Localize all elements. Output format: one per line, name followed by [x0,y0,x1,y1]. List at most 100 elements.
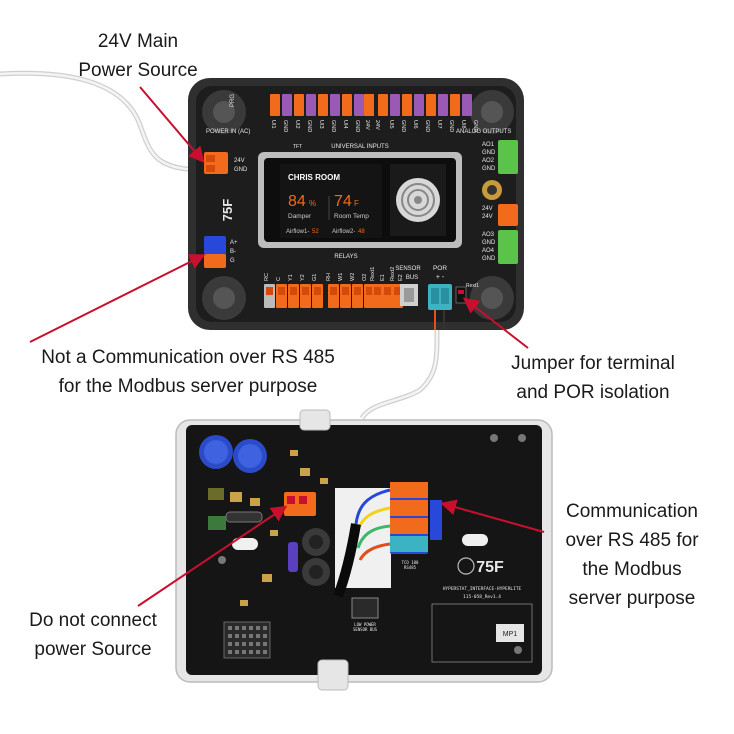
rs485-terminal-orange[interactable] [204,254,226,268]
ao-label: AO3 [482,232,495,238]
rs485-label: A+ [230,240,238,246]
callout-line: and POR isolation [516,382,670,403]
ui-label: UI7 [436,120,442,129]
relay-label: W1 [338,273,344,281]
mp1-sticker [496,624,524,642]
relay-label: RH [326,273,332,281]
arrow-do-not-connect [137,505,288,607]
rs485-label: B- [230,249,236,255]
por-label: POR [433,265,447,272]
temp-value: 74 [334,193,352,210]
component [230,492,242,502]
controller-brand: 75F [220,199,235,221]
tco-label: TCO 180 [402,560,419,565]
ao-label: GND [482,240,496,246]
ui-terminal-slot[interactable] [450,94,460,116]
relay-label: W2 [350,273,356,281]
ui-terminal-slot[interactable] [378,94,388,116]
ui-terminal-slot[interactable] [294,94,304,116]
arrow-main-power [139,86,205,164]
relay-label: RC [264,273,270,281]
ao-label: GND [482,256,496,262]
ui-terminal-slot[interactable] [342,94,352,116]
rs485-label: G [230,258,235,264]
callout-line: over RS 485 for [565,530,699,551]
callout-not-comm: Not a Communication over RS 485 for the … [8,343,368,401]
ui-label: 24V [374,120,380,130]
ui-terminal-slot[interactable] [390,94,400,116]
ui-label: 24V [364,120,370,130]
relay-label: C [276,277,282,281]
fuse [288,542,298,572]
ui-label: GND [424,120,430,132]
airflow2-value: 48 [358,229,365,235]
ui-label: UI5 [388,120,394,129]
arrow-not-comm [29,254,206,343]
relays-label: RELAYS [334,254,357,260]
ui-terminal-slot[interactable] [282,94,292,116]
ui-label: UI8 [460,120,466,129]
ui-label: UI1 [270,120,276,129]
hyperstat-interface-board: LOW POWER SENSOR BUS TCO 180 RS485 75F H… [175,409,553,691]
relay-terminals[interactable] [264,284,403,308]
analog-output-terminal-2[interactable] [498,230,518,264]
callout-comm: Communication over RS 485 for the Modbus… [542,497,722,613]
screw-icon [213,101,235,123]
callout-line: for the Modbus server purpose [58,376,318,397]
ui-terminal-slot[interactable] [414,94,424,116]
callout-jumper: Jumper for terminal and POR isolation [480,349,706,407]
relay-label: Y2 [300,274,306,281]
analog-output-terminal[interactable] [498,140,518,174]
analog-24v-terminal[interactable] [498,204,518,226]
ui-terminal-slot[interactable] [462,94,472,116]
ao-label: AO1 [482,142,495,148]
relay-label: E2 [398,274,404,281]
ui-terminal-slot[interactable] [426,94,436,116]
ui-terminal-slot[interactable] [270,94,280,116]
temp-label: Room Temp [334,213,369,220]
ui-terminal-slot[interactable] [318,94,328,116]
ui-label: GND [400,120,406,132]
enclosure-tab [299,409,331,431]
damper-value: 84 [288,193,306,210]
bus-cable-highlight [360,329,439,419]
power-terminal-lever [206,155,215,162]
universal-input-terminals[interactable] [270,94,472,116]
callout-line: the Modbus [582,559,682,580]
callout-line: Communication [566,501,698,522]
relay-label: G1 [312,274,318,281]
mounting-slot [462,534,488,546]
rs485-labels: A+ B- G [230,240,238,264]
ui-label: GND [472,120,478,132]
sensor-bus-label-2: BUS [406,275,418,281]
low-power-sensor-port[interactable] [351,597,379,619]
tft-label: TFT [293,144,302,150]
ui-terminal-slot[interactable] [306,94,316,116]
component [208,488,224,500]
callout-main-power: 24V Main Power Source [54,27,222,85]
power-terminal-lever [206,165,215,172]
ao-label: 24V [482,206,493,212]
callout-line: 24V Main [97,31,179,52]
ui-label: UI6 [412,120,418,129]
airflow1-label: Airflow1- [286,229,309,235]
relay-label: Rext1 [370,267,376,281]
ui-terminal-slot[interactable] [330,94,340,116]
ui-24v-slot[interactable] [364,94,374,116]
jumper[interactable] [455,286,467,304]
relay-label: E1 [380,274,386,281]
ui-terminal-slot[interactable] [438,94,448,116]
rext1-label: Rext1 [466,283,479,289]
ui-label: UI2 [294,120,300,129]
callout-line: Power Source [78,60,198,81]
ui-label: GND [306,120,312,132]
board-rs485-side [430,500,442,540]
screw-icon [481,101,503,123]
mounting-slot [232,538,258,550]
ui-label: GND [282,120,288,132]
ui-terminal-slot[interactable] [402,94,412,116]
ui-terminal-slot[interactable] [354,94,364,116]
